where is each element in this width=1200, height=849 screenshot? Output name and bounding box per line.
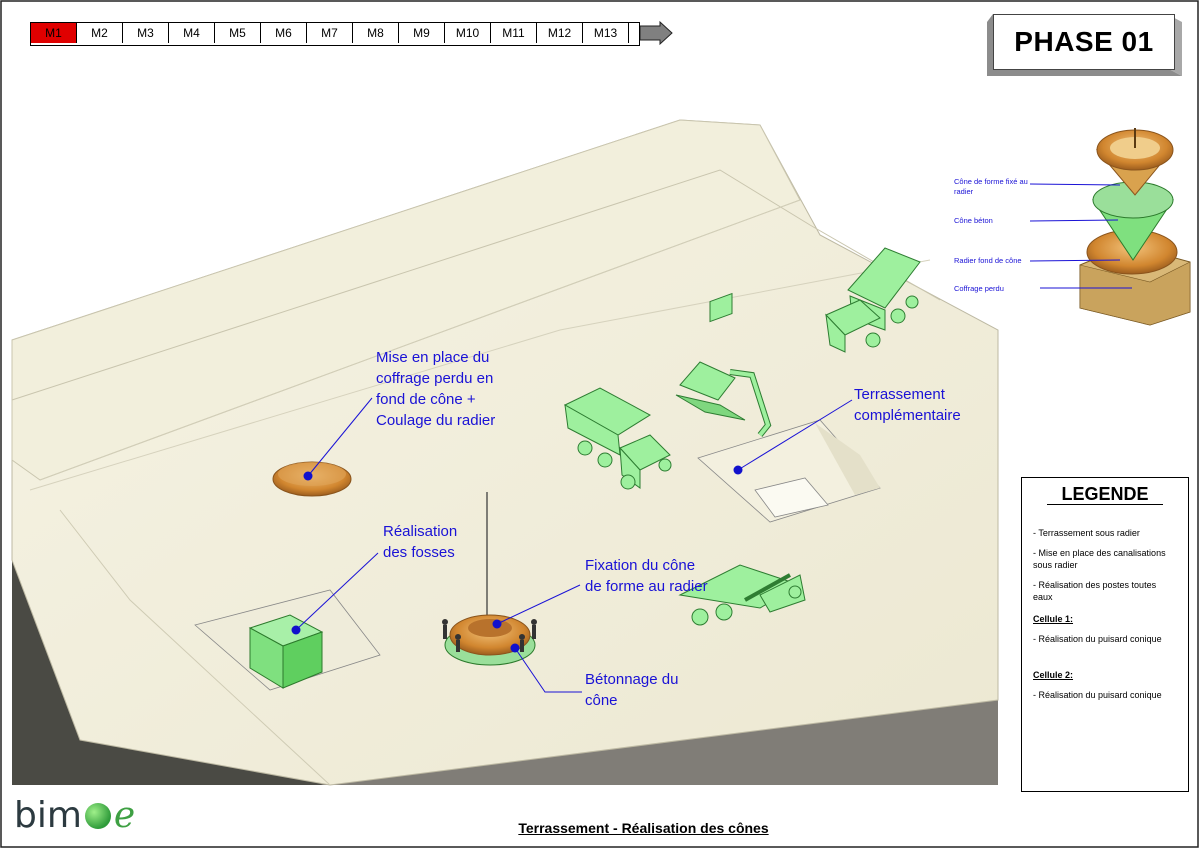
callout-dots bbox=[291, 465, 743, 653]
month-tab-m9[interactable]: M9 bbox=[399, 23, 445, 43]
timeline-arrow-icon bbox=[639, 20, 673, 46]
detail-leaders bbox=[1029, 183, 1132, 289]
month-tab-m3[interactable]: M3 bbox=[123, 23, 169, 43]
cone-detail-illustration bbox=[1079, 128, 1191, 326]
legend-cell2-item: - Réalisation du puisard conique bbox=[1033, 690, 1162, 700]
callout-coffrage: Mise en place du coffrage perdu en fond … bbox=[376, 349, 496, 429]
callout-betonnage: Bétonnage du cône bbox=[585, 671, 679, 709]
month-tab-m5[interactable]: M5 bbox=[215, 23, 261, 43]
month-tab-m7[interactable]: M7 bbox=[307, 23, 353, 43]
month-tab-m2[interactable]: M2 bbox=[77, 23, 123, 43]
detail-label-cone-forme: Cône de forme fixé au radier bbox=[954, 177, 1028, 196]
month-tab-m4[interactable]: M4 bbox=[169, 23, 215, 43]
callout-terrassement: Terrassement complémentaire bbox=[854, 386, 961, 424]
logo-text-e: e bbox=[113, 795, 136, 836]
month-tab-m6[interactable]: M6 bbox=[261, 23, 307, 43]
month-tab-m10[interactable]: M10 bbox=[445, 23, 491, 43]
month-timeline-end bbox=[629, 23, 639, 43]
dump-truck-top bbox=[825, 247, 921, 353]
phase-title: PHASE 01 bbox=[993, 14, 1175, 70]
dump-truck-center bbox=[563, 387, 672, 490]
detail-label-cone-beton: Cône béton bbox=[954, 216, 993, 225]
workers bbox=[442, 619, 537, 652]
month-tab-m12[interactable]: M12 bbox=[537, 23, 583, 43]
legend-cell2-title: Cellule 2: bbox=[1033, 670, 1074, 680]
month-tab-m1[interactable]: M1 bbox=[31, 23, 77, 43]
legend-item: - Mise en place des canalisations sous r… bbox=[1033, 548, 1166, 570]
footer-title: Terrassement - Réalisation des cônes bbox=[518, 820, 769, 836]
month-tab-m8[interactable]: M8 bbox=[353, 23, 399, 43]
callout-fixation: Fixation du cône de forme au radier bbox=[585, 557, 708, 595]
detail-label-radier: Radier fond de cône bbox=[954, 256, 1022, 265]
legend-title: LEGENDE bbox=[1047, 484, 1163, 505]
month-tab-m13[interactable]: M13 bbox=[583, 23, 629, 43]
legend-item: - Terrassement sous radier bbox=[1033, 528, 1140, 538]
legend-body: - Terrassement sous radier - Mise en pla… bbox=[1022, 505, 1188, 701]
month-tab-m11[interactable]: M11 bbox=[491, 23, 537, 43]
logo-circle-icon bbox=[84, 803, 111, 829]
legend-cell1-title: Cellule 1: bbox=[1033, 614, 1074, 624]
callout-leaders bbox=[295, 397, 853, 693]
callout-fosses: Réalisation des fosses bbox=[383, 523, 458, 561]
detail-label-coffrage: Coffrage perdu bbox=[954, 284, 1004, 293]
phase-badge: PHASE 01 bbox=[987, 14, 1182, 76]
legend-cell1-item: - Réalisation du puisard conique bbox=[1033, 634, 1162, 644]
excavator bbox=[675, 361, 772, 437]
legend-panel: LEGENDE - Terrassement sous radier - Mis… bbox=[1021, 477, 1189, 792]
logo-text-bim: bim bbox=[14, 795, 82, 836]
legend-item: - Réalisation des postes toutes eaux bbox=[1033, 580, 1157, 602]
grader bbox=[678, 292, 806, 626]
